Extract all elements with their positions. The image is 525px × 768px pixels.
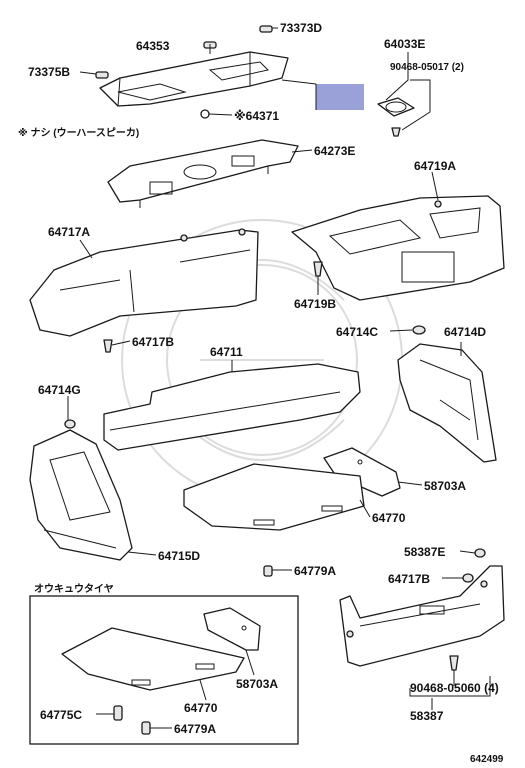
label-58387: 58387 bbox=[410, 709, 444, 723]
label-64714C: 64714C bbox=[336, 325, 378, 339]
label-73373D: 73373D bbox=[280, 21, 322, 35]
label-90468-05060: 90468-05060 (4) bbox=[410, 681, 499, 695]
leader-lines bbox=[67, 27, 491, 729]
spacer-64779A bbox=[263, 565, 273, 577]
screw-90468-05060 bbox=[449, 655, 459, 671]
speaker-grille-64033E bbox=[377, 97, 415, 137]
spacer-64775C bbox=[113, 705, 123, 721]
side-trim-64715D bbox=[29, 429, 133, 561]
cover-58703A-box bbox=[203, 607, 261, 651]
floor-mat-64711 bbox=[103, 363, 361, 451]
label-64717B-lower: 64717B bbox=[388, 572, 430, 586]
label-58387E: 58387E bbox=[404, 545, 445, 559]
sill-plate-58387 bbox=[339, 565, 505, 667]
label-64033E: 64033E bbox=[384, 37, 425, 51]
side-trim-64714D bbox=[397, 343, 497, 463]
spare-tire-box bbox=[29, 595, 299, 745]
clip-64717B bbox=[103, 339, 113, 353]
package-tray-trim bbox=[99, 51, 289, 107]
label-64711: 64711 bbox=[210, 345, 243, 359]
label-58703A: 58703A bbox=[424, 479, 466, 493]
label-58703A-box: 58703A bbox=[236, 677, 278, 691]
spacer-64779A-box bbox=[141, 721, 151, 735]
speaker-panel-64273E bbox=[107, 139, 299, 208]
label-64779A: 64779A bbox=[294, 564, 336, 578]
label-64273E: 64273E bbox=[314, 144, 355, 158]
label-64775C: 64775C bbox=[40, 708, 82, 722]
figure-number: 642499 bbox=[470, 754, 504, 765]
label-73375B: 73375B bbox=[28, 65, 70, 79]
spare-tire-box-title: オウキュウタイヤ bbox=[34, 583, 114, 595]
clip-64717B-lower bbox=[462, 573, 474, 583]
deck-board-64770-box bbox=[61, 627, 245, 691]
label-64779A-box: 64779A bbox=[174, 722, 216, 736]
label-64714D: 64714D bbox=[444, 325, 486, 339]
label-64371: ※64371 bbox=[234, 109, 279, 123]
clip-64714C bbox=[412, 325, 426, 335]
label-64719B: 64719B bbox=[294, 297, 336, 311]
clip-64371 bbox=[200, 109, 210, 119]
label-64770-box: 64770 bbox=[184, 701, 218, 715]
highlight-box-64371 bbox=[316, 84, 364, 110]
label-64717B: 64717B bbox=[132, 335, 174, 349]
clip-64714G bbox=[64, 419, 76, 429]
clip-73375B bbox=[95, 71, 109, 79]
label-64719A: 64719A bbox=[414, 159, 456, 173]
label-64714G: 64714G bbox=[38, 383, 81, 397]
clip-73373D bbox=[259, 25, 273, 33]
label-90468-05017: 90468-05017 (2) bbox=[390, 62, 464, 73]
label-64353: 64353 bbox=[136, 39, 170, 53]
clip-58387E bbox=[474, 548, 486, 558]
rear-panel-trim-64719A bbox=[291, 195, 505, 301]
speaker-note: ※ ナシ (ウーハースピーカ) bbox=[18, 127, 139, 139]
deck-board-64770 bbox=[183, 463, 365, 531]
label-64717A: 64717A bbox=[48, 225, 90, 239]
label-64715D: 64715D bbox=[158, 549, 200, 563]
side-trim-64717A bbox=[29, 228, 259, 337]
label-64770: 64770 bbox=[372, 511, 406, 525]
